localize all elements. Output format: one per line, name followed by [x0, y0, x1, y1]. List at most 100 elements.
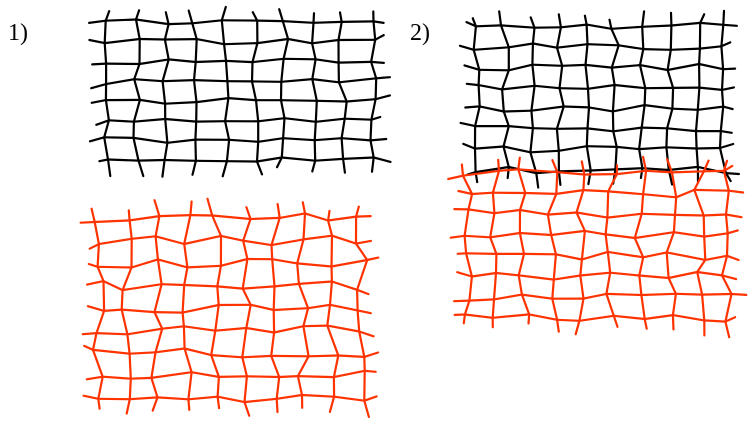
panel-2-original-edge	[557, 145, 588, 152]
panel-1-deformed-edge	[154, 235, 186, 246]
panel-2-original-edge	[462, 142, 477, 150]
panel-2-deformed-edge	[667, 270, 699, 280]
panel-1-deformed-edge	[330, 234, 358, 245]
panel-2-original-edge	[638, 146, 668, 151]
panel-2-original-edge	[666, 127, 698, 133]
panel-1-deformed-edge	[297, 280, 333, 285]
panel-1-deformed-edge	[354, 242, 369, 262]
panel-1-original-edge	[314, 99, 318, 123]
panel-2-deformed-edge	[604, 216, 609, 236]
panel-2-deformed-edge	[643, 317, 648, 330]
panel-2-deformed-edge	[556, 318, 581, 322]
panel-1-original-edge	[338, 11, 343, 23]
panel-1-original-edge	[370, 60, 385, 64]
panel-1-deformed-edge	[91, 348, 104, 378]
panel-2-deformed-edge	[667, 276, 677, 295]
panel-2-deformed-edge	[556, 318, 560, 333]
panel-1-original-edge	[281, 20, 290, 41]
panel-2-deformed-edge	[579, 258, 583, 277]
panel-1-deformed-edge	[242, 239, 273, 247]
panel-1-original-edge	[187, 9, 194, 25]
panel-2-deformed-edge	[720, 274, 738, 281]
panel-1-original-edge	[313, 137, 343, 142]
panel-2-original-edge	[615, 145, 641, 151]
panel-2-original-edge	[465, 82, 480, 87]
panel-2-original-edge	[638, 48, 645, 67]
panel-1-original-edge	[192, 79, 198, 104]
panel-1-deformed-edge	[243, 375, 248, 404]
panel-2-original-edge	[694, 108, 699, 133]
panel-1-deformed-edge	[128, 351, 157, 355]
panel-1-original-edge	[104, 99, 110, 122]
panel-1-original-edge	[337, 60, 373, 64]
panel-1-original-edge	[195, 38, 226, 46]
panel-2-original-edge	[501, 69, 510, 91]
panel-2-original-edge	[665, 127, 669, 149]
panel-1-deformed-edge	[358, 330, 375, 338]
panel-1-original-edge	[88, 19, 107, 24]
panel-1-original-edge	[311, 21, 315, 45]
panel-2-deformed-edge	[552, 274, 582, 281]
panel-2-deformed-edge	[696, 258, 707, 274]
panel-2-deformed-edge	[580, 160, 586, 176]
panel-2-original-edge	[611, 83, 616, 113]
panel-2-deformed-edge	[491, 298, 496, 319]
panel-1-original-edge	[340, 20, 375, 23]
panel-1-deformed-edge	[158, 214, 192, 218]
panel-1-deformed-edge	[183, 347, 193, 374]
panel-1-original-edge	[224, 59, 254, 64]
panel-2-deformed-edge	[696, 270, 704, 296]
panel-2-deformed-edge	[672, 213, 677, 234]
panel-2-original-edge	[666, 48, 672, 72]
panel-2-original-edge	[584, 63, 613, 69]
panel-1-deformed-edge	[275, 375, 281, 400]
panel-2-deformed-edge	[638, 274, 643, 297]
panel-2-deformed-edge	[546, 192, 558, 216]
panel-1-original-edge	[133, 78, 164, 83]
panel-1-deformed-edge	[129, 376, 153, 380]
panel-2-deformed-edge	[467, 192, 474, 211]
panel-2-deformed-edge	[467, 208, 496, 215]
panel-1-deformed-edge	[296, 355, 310, 378]
panel-1-deformed-edge	[183, 347, 213, 357]
panel-1-original-edge	[342, 156, 375, 160]
panel-2-deformed-edge	[720, 254, 729, 277]
panel-2-original-edge	[698, 62, 725, 71]
panel-2-deformed-edge	[574, 319, 581, 336]
panel-2-original-edge	[584, 63, 590, 90]
panel-1-original-edge	[226, 80, 230, 100]
panel-2-original-edge	[477, 84, 504, 91]
panel-2-deformed-edge	[468, 275, 473, 302]
panel-1-original-edge	[369, 118, 373, 142]
panel-1-deformed-edge	[302, 234, 334, 241]
panel-1-deformed-edge	[270, 331, 276, 357]
panel-1-deformed-edge	[161, 325, 185, 330]
panel-2-original-edge	[695, 146, 722, 150]
panel-1-original-edge	[256, 37, 290, 45]
panel-1-original-edge	[164, 101, 198, 105]
panel-1-original-edge	[311, 159, 317, 173]
panel-2-deformed-edge	[471, 191, 494, 196]
panel-2-original-edge	[719, 130, 733, 134]
panel-1-deformed-edge	[216, 285, 244, 290]
panel-1-original-edge	[312, 20, 343, 24]
panel-1-deformed-edge	[128, 215, 161, 222]
panel-1-deformed-edge	[187, 398, 191, 411]
panel-2-deformed-edge	[643, 314, 674, 321]
panel-1-deformed-edge	[153, 199, 161, 218]
panel-1-original-edge	[311, 42, 317, 61]
panel-2-deformed-edge	[612, 314, 646, 321]
panel-1-deformed-edge	[326, 324, 361, 333]
panel-2-original-edge	[641, 25, 645, 51]
panel-1-deformed-edge	[356, 288, 359, 312]
panel-2-original-edge	[720, 41, 732, 48]
panel-1-deformed-edge	[190, 371, 220, 378]
panel-2-original-edge	[478, 68, 510, 72]
panel-2-original-edge	[610, 66, 616, 87]
panel-1-original-edge	[312, 12, 316, 24]
panel-1-original-edge	[275, 156, 283, 169]
panel-1-original-edge	[104, 18, 138, 22]
panel-2-deformed-edge	[491, 169, 501, 194]
panel-1-original-edge	[257, 137, 285, 143]
panel-1-original-edge	[133, 62, 141, 81]
